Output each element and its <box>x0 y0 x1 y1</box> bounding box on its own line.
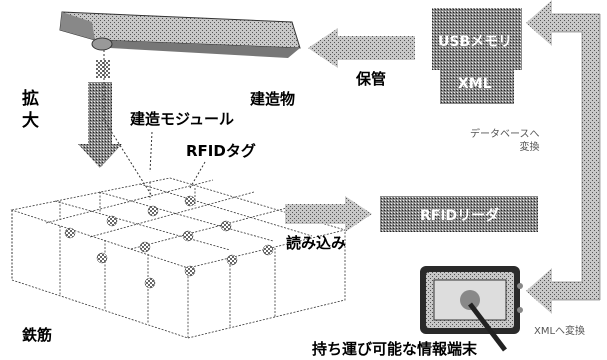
leader-lines <box>103 50 206 197</box>
xml-convert-label: XMLへ変換 <box>534 326 586 337</box>
rfid-reader-label: RFIDリーダ <box>420 207 499 224</box>
rebar-label: 鉄筋 <box>22 326 53 344</box>
expand-arrow <box>78 60 122 168</box>
rfid-reader-box <box>380 196 538 232</box>
rfid-tag-markers <box>64 195 274 289</box>
terminal-label: 持ち運び可能な情報端末 <box>312 340 478 358</box>
expand-label: 拡大 <box>22 89 39 131</box>
read-label: 読み込み <box>286 234 347 252</box>
storage-label: 保管 <box>356 70 387 88</box>
module-grid <box>10 177 347 339</box>
module-label: 建造モジュール <box>130 110 234 128</box>
xml-label: XML <box>458 76 492 92</box>
terminal-illustration <box>420 266 523 352</box>
read-arrow <box>285 196 372 232</box>
rfid-tag-label: RFIDタグ <box>186 142 256 160</box>
building-label: 建造物 <box>250 90 296 108</box>
db-convert-label: データベースへ 変換 <box>470 129 540 153</box>
loop-arrow <box>526 0 601 314</box>
usb-memory-label: USBメモリ <box>438 34 512 50</box>
building-illustration <box>59 11 301 58</box>
usb-memory-box <box>432 8 522 104</box>
storage-arrow <box>308 28 415 68</box>
